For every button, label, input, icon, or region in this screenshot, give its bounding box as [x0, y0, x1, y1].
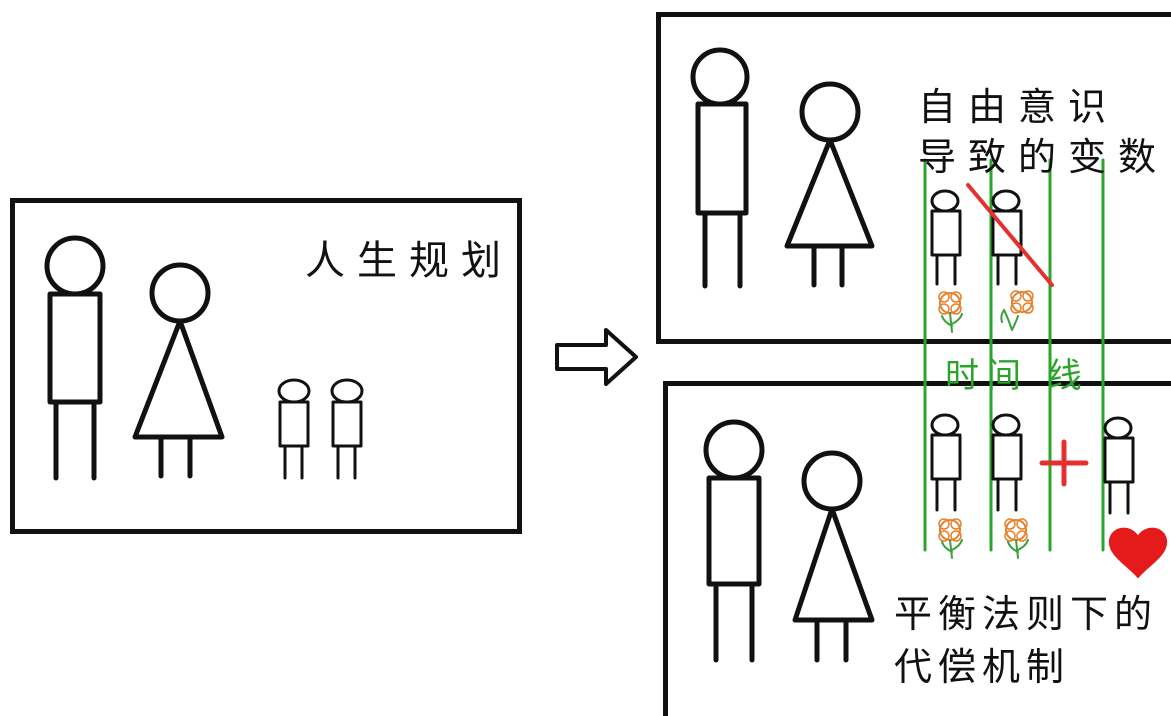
balance-label-line1: 平衡法则下的: [894, 592, 1159, 636]
man-figure: [703, 419, 765, 663]
heart-icon: [1108, 527, 1168, 578]
timeline-label: 时间 线: [945, 356, 1090, 396]
right-arrow-icon: [555, 328, 638, 386]
free-will-label-line1: 自由意识: [918, 85, 1119, 129]
man-figure: [44, 235, 106, 481]
life-plan-label: 人生规划: [305, 238, 513, 284]
panel-compensation: [663, 381, 1171, 716]
timeline-lines: [923, 158, 1105, 552]
flower-icon: [938, 291, 963, 333]
balance-label-line2: 代偿机制: [894, 645, 1071, 689]
child-figure: [277, 378, 311, 480]
woman-figure: [792, 450, 875, 663]
child-figure: [930, 413, 962, 512]
flower-icon: [938, 518, 963, 559]
woman-figure: [132, 262, 225, 479]
child-figure: [1103, 416, 1135, 515]
flower-icon: [1004, 518, 1029, 559]
child-figure: [991, 413, 1023, 512]
child-figure: [930, 189, 962, 286]
panel-free-will: [656, 12, 1171, 344]
woman-figure: [784, 81, 875, 288]
plus-icon: [1039, 439, 1089, 487]
child-figure: [330, 378, 364, 480]
man-figure: [690, 47, 750, 289]
flower-icon: [1000, 290, 1034, 331]
free-will-label-line2: 导致的变数: [918, 135, 1169, 179]
child-figure: [991, 189, 1023, 286]
strike-line: [966, 183, 1054, 287]
